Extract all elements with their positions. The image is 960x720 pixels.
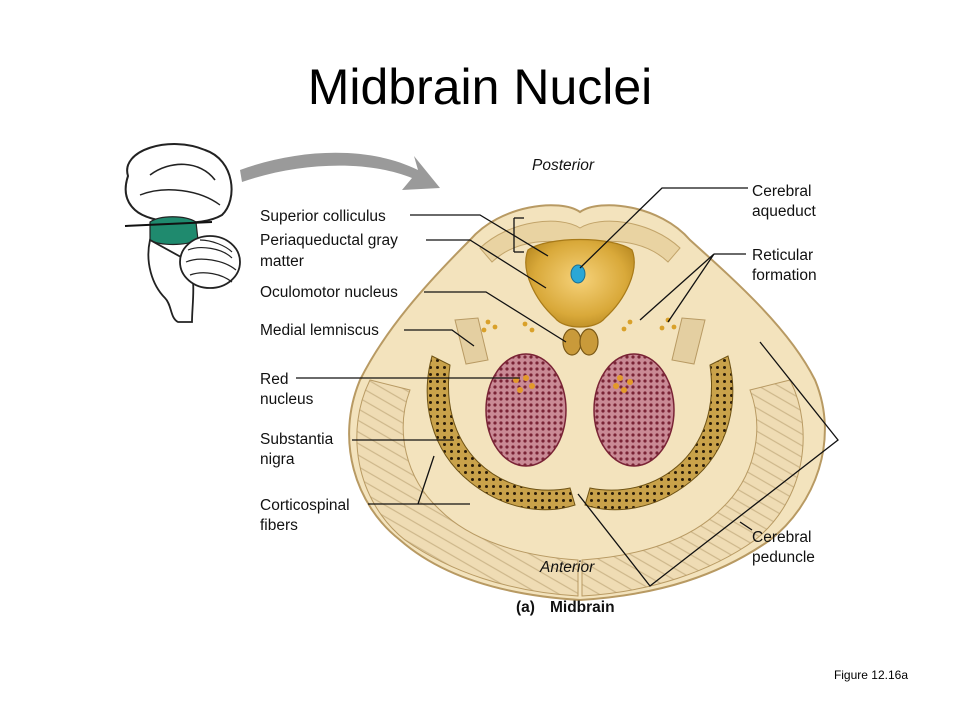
cerebellum-sketch bbox=[179, 235, 241, 289]
label-reticular-1: Reticular bbox=[752, 247, 813, 264]
label-peduncle-2: peduncle bbox=[752, 549, 815, 566]
red-nucleus-left bbox=[485, 353, 567, 467]
anterior-label: Anterior bbox=[539, 559, 595, 576]
label-reticular-2: formation bbox=[752, 267, 817, 284]
label-red-1: Red bbox=[260, 371, 288, 388]
midbrain-section bbox=[348, 204, 826, 602]
label-periaqueductal-2: matter bbox=[260, 253, 304, 270]
label-red-2: nucleus bbox=[260, 391, 314, 408]
brain-sketch bbox=[124, 143, 241, 323]
cerebral-aqueduct bbox=[570, 264, 586, 284]
medial-lemniscus bbox=[454, 317, 489, 365]
label-superior-colliculus: Superior colliculus bbox=[260, 208, 386, 225]
caption-text: Midbrain bbox=[550, 599, 615, 616]
label-corticospinal-2: fibers bbox=[260, 517, 298, 534]
periaqueductal-gray bbox=[525, 238, 635, 328]
label-aqueduct-1: Cerebral bbox=[752, 183, 811, 200]
caption-letter: (a) bbox=[516, 599, 535, 616]
label-peduncle-1: Cerebral bbox=[752, 529, 811, 546]
leader-lines bbox=[296, 187, 839, 587]
slide-title: Midbrain Nuclei bbox=[307, 59, 653, 115]
posterior-label: Posterior bbox=[532, 157, 595, 174]
cerebral-peduncle bbox=[356, 379, 579, 597]
label-aqueduct-2: aqueduct bbox=[752, 203, 816, 220]
label-periaqueductal-1: Periaqueductal gray bbox=[260, 232, 398, 249]
midbrain-highlight bbox=[149, 216, 199, 246]
substantia-nigra-right bbox=[584, 355, 734, 511]
figure-reference: Figure 12.16a bbox=[833, 668, 908, 682]
label-nigra-1: Substantia bbox=[260, 431, 334, 448]
red-nucleus-right bbox=[593, 353, 675, 467]
reticular-formation-dots bbox=[481, 317, 677, 333]
substantia-nigra-left bbox=[426, 355, 576, 511]
midbrain-outline bbox=[348, 204, 826, 602]
label-medial-lemniscus: Medial lemniscus bbox=[260, 322, 379, 339]
arrow-icon bbox=[240, 152, 440, 190]
label-oculomotor: Oculomotor nucleus bbox=[260, 284, 398, 301]
label-nigra-2: nigra bbox=[260, 451, 295, 468]
label-corticospinal-1: Corticospinal bbox=[260, 497, 350, 514]
